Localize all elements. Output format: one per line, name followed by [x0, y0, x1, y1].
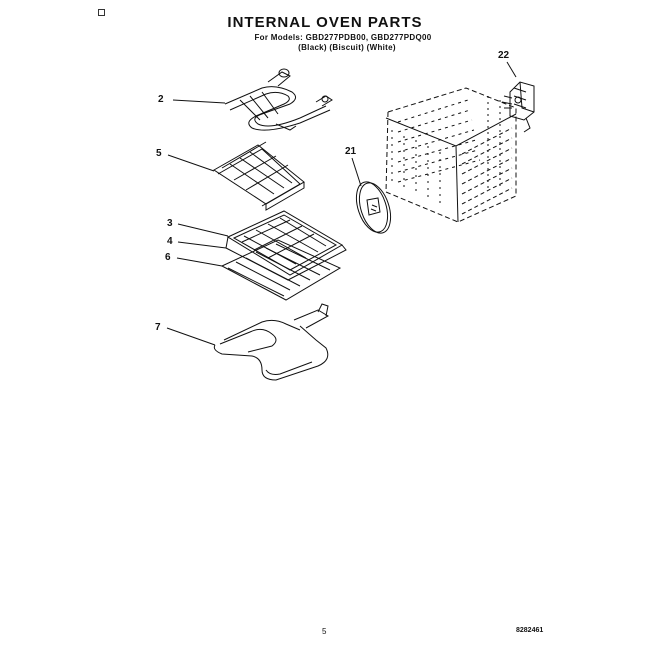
document-code: 8282461 [516, 627, 544, 634]
fan-plate [351, 178, 397, 237]
oven-cavity [386, 88, 516, 222]
callout-2: 2 [158, 94, 164, 105]
page-number: 5 [322, 627, 327, 636]
broiler-grid [214, 142, 304, 210]
callout-7: 7 [155, 322, 161, 333]
page-title: INTERNAL OVEN PARTS [227, 14, 423, 31]
broil-element [225, 69, 332, 130]
convection-motor [502, 82, 534, 132]
callout-22: 22 [498, 50, 510, 61]
callout-3: 3 [167, 218, 173, 229]
callout-4: 4 [167, 236, 173, 247]
model-list: For Models: GBD277PDB00, GBD277PDQ00 [254, 33, 432, 42]
callout-5: 5 [156, 148, 162, 159]
callout-21: 21 [345, 146, 357, 157]
broiler-pan-stack [222, 211, 346, 300]
color-list: (Black) (Biscuit) (White) [298, 43, 396, 52]
callout-6: 6 [165, 252, 171, 263]
corner-mark [98, 9, 105, 16]
bake-element [214, 304, 328, 380]
leader-lines [167, 62, 516, 345]
